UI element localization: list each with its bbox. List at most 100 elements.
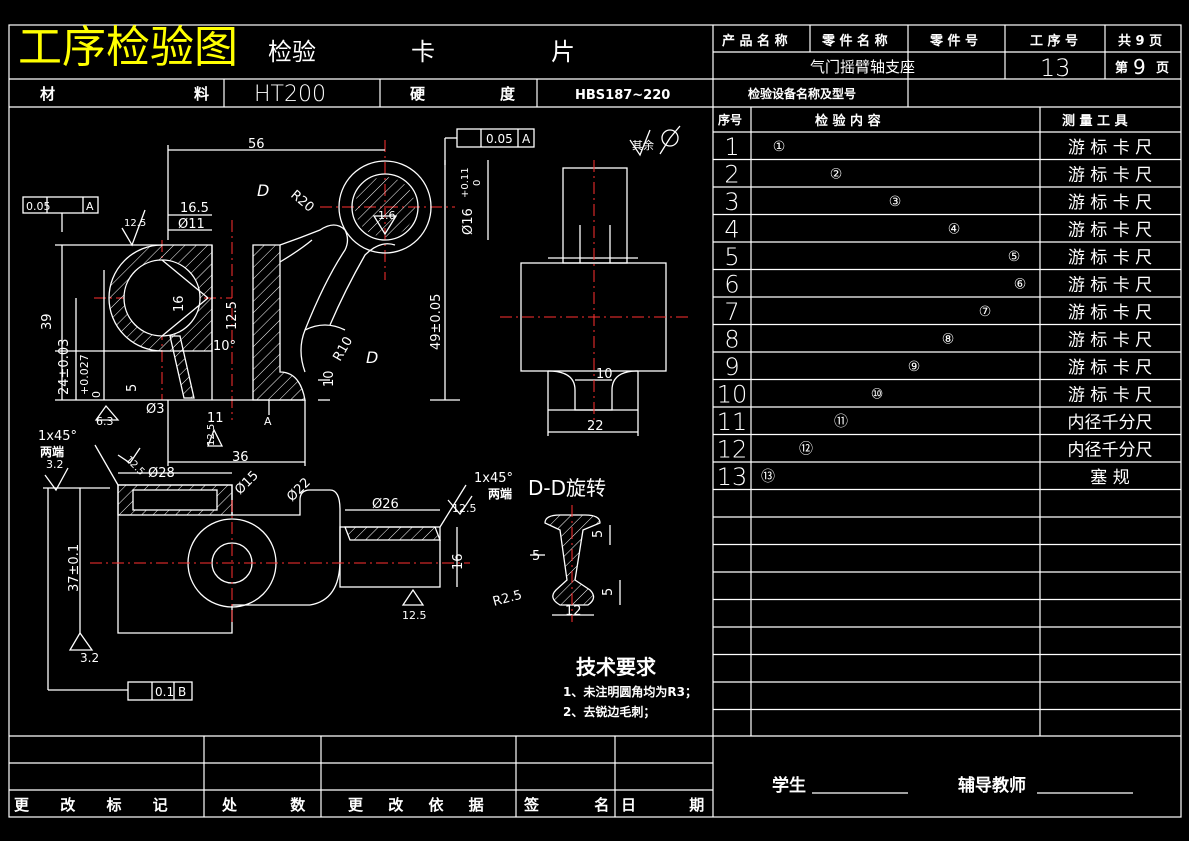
card-mid-label: 卡 <box>411 38 435 66</box>
dim-phi15: Ø15 <box>232 468 262 498</box>
main-view-labels: 56 16.5 Ø11 R20 Ø16 +0.11 0 39 24±0.03 +… <box>26 132 654 465</box>
frame-lines <box>8 24 1182 818</box>
row-tool: 游 标 卡 尺 <box>1068 193 1152 213</box>
row-tool: 内径千分尺 <box>1068 413 1153 433</box>
dim-10: 10 <box>322 370 337 387</box>
roughness-6-3: 6.3 <box>96 415 114 428</box>
row-tool: 游 标 卡 尺 <box>1068 303 1152 323</box>
hardness-value: HBS187~220 <box>575 88 670 103</box>
dim-phi16: Ø16 <box>461 208 476 235</box>
row-mark: ⑧ <box>942 331 955 347</box>
row-mark: ⑪ <box>834 414 848 430</box>
dim-24: 24±0.03 <box>57 339 72 395</box>
row-mark: ⑬ <box>761 469 775 485</box>
roughness-12-5d: 12.5 <box>452 502 477 515</box>
card-left-label: 检验 <box>268 38 316 66</box>
roughness-12-5e: 12.5 <box>402 609 427 622</box>
section-dd-labels: D-D旋转 5 5 5 R2.5 12 <box>491 476 616 619</box>
dim-phi11: Ø11 <box>178 217 205 232</box>
row-mark: ⑤ <box>1008 249 1021 265</box>
footer-change-mark: 更 改 标 记 <box>14 796 168 814</box>
view-d-2: D <box>366 348 378 367</box>
dim-r20: R20 <box>287 188 316 216</box>
row-seq: 12 <box>717 435 748 463</box>
footer-student: 学生 <box>772 775 806 796</box>
roughness-3-2a: 3.2 <box>46 458 64 471</box>
roughness-12-5a: 12.5 <box>124 218 146 229</box>
row-mark: ① <box>773 139 786 155</box>
row-mark: ⑨ <box>908 359 921 375</box>
footer-teacher: 辅导教师 <box>958 775 1026 796</box>
row-seq: 3 <box>724 188 739 216</box>
dim-37: 37±0.1 <box>67 544 82 592</box>
row-tool: 游 标 卡 尺 <box>1068 330 1152 350</box>
total-pages: 共 9 页 <box>1118 33 1162 49</box>
bottom-view-labels: 1x45° 两端 3.2 12.5 Ø28 Ø15 Ø22 Ø26 1x45° … <box>38 429 513 699</box>
hardness-label-b: 度 <box>500 85 516 103</box>
chamfer-1: 1x45° <box>38 429 77 444</box>
row-tool: 游 标 卡 尺 <box>1068 248 1152 268</box>
footer-change-basis: 更 改 依 据 <box>348 796 484 814</box>
dim-10b: 10 <box>596 367 613 382</box>
datum-b-ref: B <box>178 685 186 699</box>
technical-requirements: 技术要求 1、未注明圆角均为R3； 2、去锐边毛刺； <box>563 655 697 719</box>
row-tool: 游 标 卡 尺 <box>1068 275 1152 295</box>
dim-39: 39 <box>40 313 55 330</box>
page-prefix: 第 <box>1115 60 1128 76</box>
row-mark: ⑦ <box>979 304 992 320</box>
hardness-label-a: 硬 <box>410 85 426 103</box>
page-suffix: 页 <box>1156 61 1169 76</box>
dim-12-5: 12.5 <box>225 301 240 330</box>
row-mark: ⑫ <box>799 441 813 457</box>
part-name-value: 气门摇臂轴支座 <box>810 58 915 76</box>
main-view <box>22 125 681 466</box>
product-name-label: 产 品 名 称 <box>722 33 788 49</box>
side-view-labels: 10 22 <box>587 367 613 434</box>
dim-5b-section-top: 5 <box>591 530 606 538</box>
part-name-label: 零 件 名 称 <box>821 33 888 49</box>
row-mark: ⑥ <box>1014 276 1027 292</box>
equipment-label: 检验设备名称及型号 <box>748 86 856 101</box>
section-title: D-D旋转 <box>528 476 606 500</box>
table-row-lines <box>713 158 1181 711</box>
material-label-a: 材 <box>40 85 55 103</box>
flatness-01: 0.1 <box>155 685 174 699</box>
row-mark: ② <box>830 166 843 182</box>
row-seq: 7 <box>724 298 739 326</box>
page-no: 9 <box>1133 55 1146 79</box>
bottom-view <box>43 444 473 701</box>
col-tool: 测 量 工 具 <box>1062 113 1128 129</box>
row-tool: 游 标 卡 尺 <box>1068 165 1152 185</box>
dim-56: 56 <box>248 137 265 152</box>
table-row: 7 ⑦ 游 标 卡 尺 <box>724 298 1152 326</box>
dim-22: 22 <box>587 419 604 434</box>
card-right-label: 片 <box>551 38 575 66</box>
upper-datum-a: A <box>522 132 531 146</box>
tech-2: 2、去锐边毛刺； <box>563 704 655 719</box>
rest-label: 其余 <box>632 138 654 152</box>
dim-phi3: Ø3 <box>146 402 165 417</box>
row-seq: 11 <box>717 408 748 436</box>
row-seq: 13 <box>717 463 748 491</box>
dim-5: 5 <box>125 384 140 392</box>
row-seq: 9 <box>724 353 739 381</box>
view-d-1: D <box>257 181 269 200</box>
section-dd <box>530 505 621 622</box>
dim-12: 12 <box>565 604 582 619</box>
table-row: 2 ② 游 标 卡 尺 <box>724 160 1152 188</box>
upper-par-label: 0.05 <box>486 132 513 146</box>
row-seq: 2 <box>724 160 739 188</box>
dim-5b-section-bottom: 5 <box>601 588 616 596</box>
row-mark: ④ <box>948 221 961 237</box>
part-no-label: 零 件 号 <box>929 33 978 49</box>
chamfer-2: 1x45° <box>474 471 513 486</box>
dim-16: 16 <box>172 295 187 312</box>
row-seq: 10 <box>717 380 748 408</box>
roughness-12-5c: 12.5 <box>123 454 147 478</box>
